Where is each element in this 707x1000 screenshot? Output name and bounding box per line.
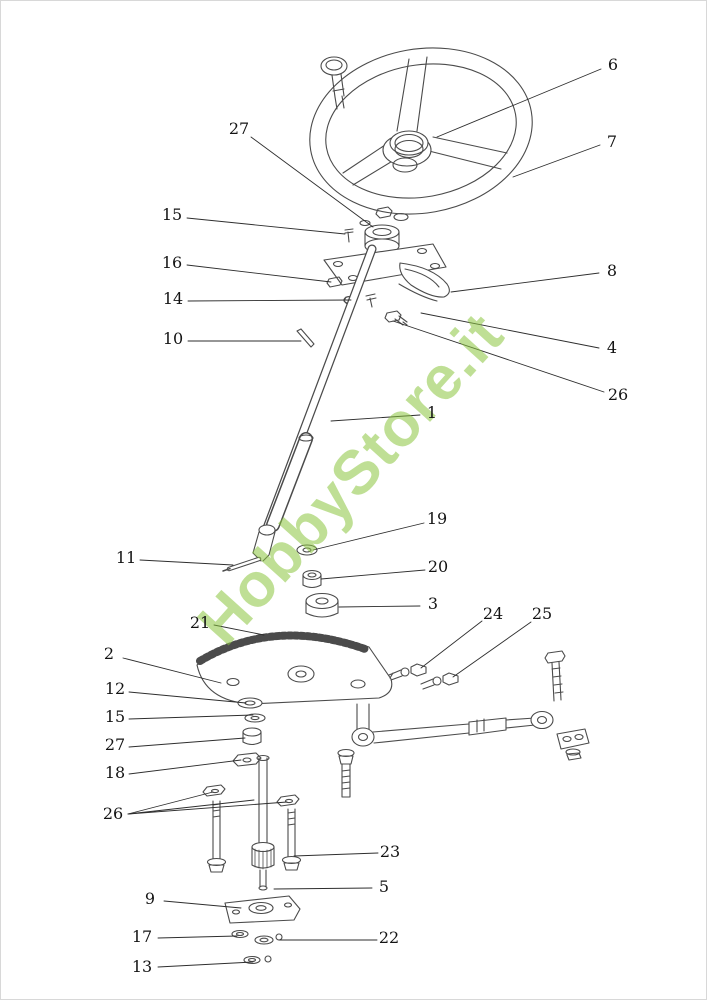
- callout-19: 19: [426, 509, 448, 528]
- callout-18: 18: [104, 763, 126, 782]
- callout-4: 4: [606, 338, 618, 357]
- callout-3: 3: [427, 594, 439, 613]
- callout-2: 2: [103, 644, 115, 663]
- callout-11: 11: [115, 548, 137, 567]
- callout-25: 25: [531, 604, 553, 623]
- callout-14: 14: [162, 289, 184, 308]
- column-bracket: [296, 206, 450, 348]
- callout-20: 20: [427, 557, 449, 576]
- callout-9: 9: [144, 889, 156, 908]
- callout-17: 17: [131, 927, 153, 946]
- steering-wheel: [309, 47, 533, 215]
- callout-26-right: 26: [607, 385, 629, 404]
- callout-5: 5: [378, 877, 390, 896]
- callout-22: 22: [378, 928, 400, 947]
- coupler-parts: [296, 544, 339, 618]
- steering-shaft: [222, 244, 377, 572]
- callout-7: 7: [606, 132, 618, 151]
- callout-13: 13: [131, 957, 153, 976]
- callout-21: 21: [189, 613, 211, 632]
- callout-23: 23: [379, 842, 401, 861]
- leader-lines: [122, 68, 605, 968]
- callout-27-top: 27: [228, 119, 250, 138]
- callout-15-top: 15: [161, 205, 183, 224]
- callout-15-lower: 15: [104, 707, 126, 726]
- callout-10: 10: [162, 329, 184, 348]
- callout-6: 6: [607, 55, 619, 74]
- callout-1: 1: [426, 403, 438, 422]
- right-hardware: [388, 650, 590, 761]
- callout-8: 8: [606, 261, 618, 280]
- support-plate: [224, 895, 301, 965]
- lower-stack: [202, 697, 302, 891]
- callout-24: 24: [482, 604, 504, 623]
- tie-rod: [351, 710, 554, 747]
- callout-26-left: 26: [102, 804, 124, 823]
- callout-16: 16: [161, 253, 183, 272]
- gear-sector: [196, 631, 393, 798]
- callout-12: 12: [104, 679, 126, 698]
- callout-27-lower: 27: [104, 735, 126, 754]
